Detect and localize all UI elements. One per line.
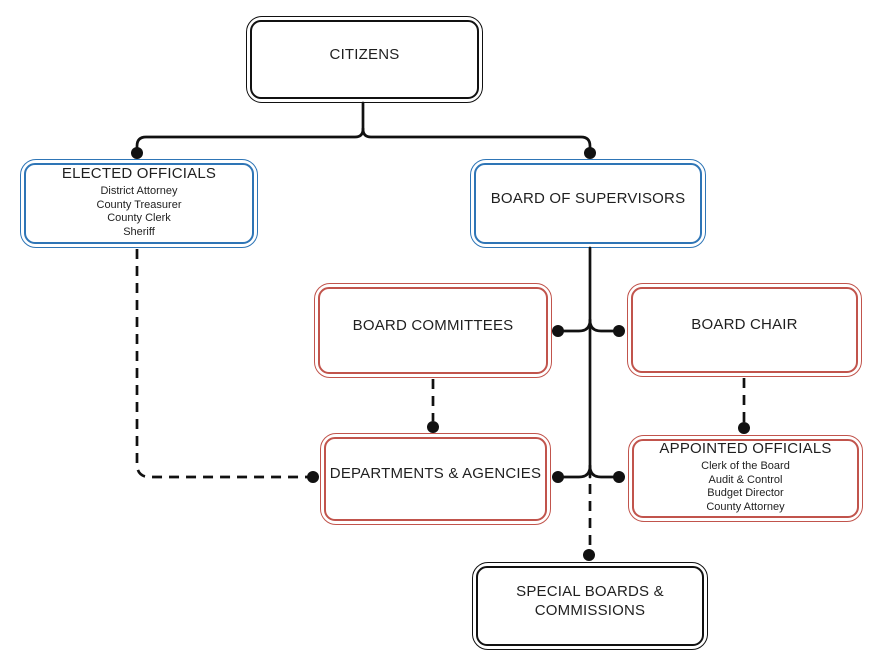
node-elected-officials-inner: ELECTED OFFICIALS District Attorney Coun…: [24, 163, 254, 244]
node-appointed-officials-label: APPOINTED OFFICIALS: [659, 439, 832, 457]
node-board-chair: BOARD CHAIR: [627, 283, 862, 377]
node-citizens: CITIZENS: [246, 16, 483, 103]
node-board-of-supervisors-label: BOARD OF SUPERVISORS: [490, 189, 686, 207]
connector-trunk-to-committees: [559, 318, 592, 333]
node-appointed-officials-inner: APPOINTED OFFICIALS Clerk of the Board A…: [632, 439, 859, 518]
node-board-committees-inner: BOARD COMMITTEES: [318, 287, 548, 374]
node-board-chair-inner: BOARD CHAIR: [631, 287, 858, 373]
endpoint-dot-departments-top: [427, 421, 439, 433]
node-board-of-supervisors: BOARD OF SUPERVISORS: [470, 159, 706, 248]
endpoint-dot-chair-left: [613, 325, 625, 337]
node-appointed-officials-items: Clerk of the Board Audit & Control Budge…: [701, 460, 790, 514]
endpoint-dot-special-top: [583, 549, 595, 561]
connector-trunk-to-departments: [559, 464, 592, 479]
list-item: Budget Director: [707, 487, 784, 500]
node-board-chair-label: BOARD CHAIR: [691, 316, 798, 334]
node-citizens-inner: CITIZENS: [250, 20, 479, 99]
node-special-boards-commissions-label: SPECIAL BOARDS & COMMISSIONS: [516, 582, 664, 620]
endpoint-dot-departments-right: [552, 471, 564, 483]
list-item: Audit & Control: [708, 473, 783, 486]
list-item: Clerk of the Board: [701, 460, 790, 473]
node-departments-agencies-label: DEPARTMENTS & AGENCIES: [329, 465, 542, 483]
connector-citizens-to-supervisors: [361, 127, 592, 151]
node-departments-agencies: DEPARTMENTS & AGENCIES: [320, 433, 551, 525]
list-item: District Attorney: [100, 185, 178, 198]
endpoint-dot-supervisors-top: [584, 147, 596, 159]
connector-trunk-to-appointed: [588, 464, 618, 479]
endpoint-dot-appointed-left: [613, 471, 625, 483]
node-board-committees-label: BOARD COMMITTEES: [352, 316, 514, 334]
node-citizens-label: CITIZENS: [329, 45, 400, 63]
node-board-of-supervisors-inner: BOARD OF SUPERVISORS: [474, 163, 702, 244]
node-board-committees: BOARD COMMITTEES: [314, 283, 552, 378]
node-elected-officials: ELECTED OFFICIALS District Attorney Coun…: [20, 159, 258, 248]
list-item: Sheriff: [123, 225, 155, 238]
list-item: County Clerk: [107, 212, 171, 225]
connector-citizens-to-elected: [135, 127, 365, 151]
endpoint-dot-departments-left: [307, 471, 319, 483]
connector-trunk-to-chair: [588, 318, 618, 333]
node-elected-officials-label: ELECTED OFFICIALS: [61, 164, 217, 182]
node-elected-officials-items: District Attorney County Treasurer Count…: [97, 185, 182, 239]
connector-elected-to-departments-dashed: [135, 249, 308, 479]
endpoint-dot-committees-right: [552, 325, 564, 337]
node-appointed-officials: APPOINTED OFFICIALS Clerk of the Board A…: [628, 435, 863, 522]
node-special-boards-commissions: SPECIAL BOARDS & COMMISSIONS: [472, 562, 708, 650]
list-item: County Treasurer: [96, 198, 182, 211]
node-departments-agencies-inner: DEPARTMENTS & AGENCIES: [324, 437, 547, 521]
endpoint-dot-appointed-top: [738, 422, 750, 434]
list-item: County Attorney: [706, 500, 785, 513]
node-special-boards-commissions-inner: SPECIAL BOARDS & COMMISSIONS: [476, 566, 704, 646]
endpoint-dot-elected-top: [131, 147, 143, 159]
